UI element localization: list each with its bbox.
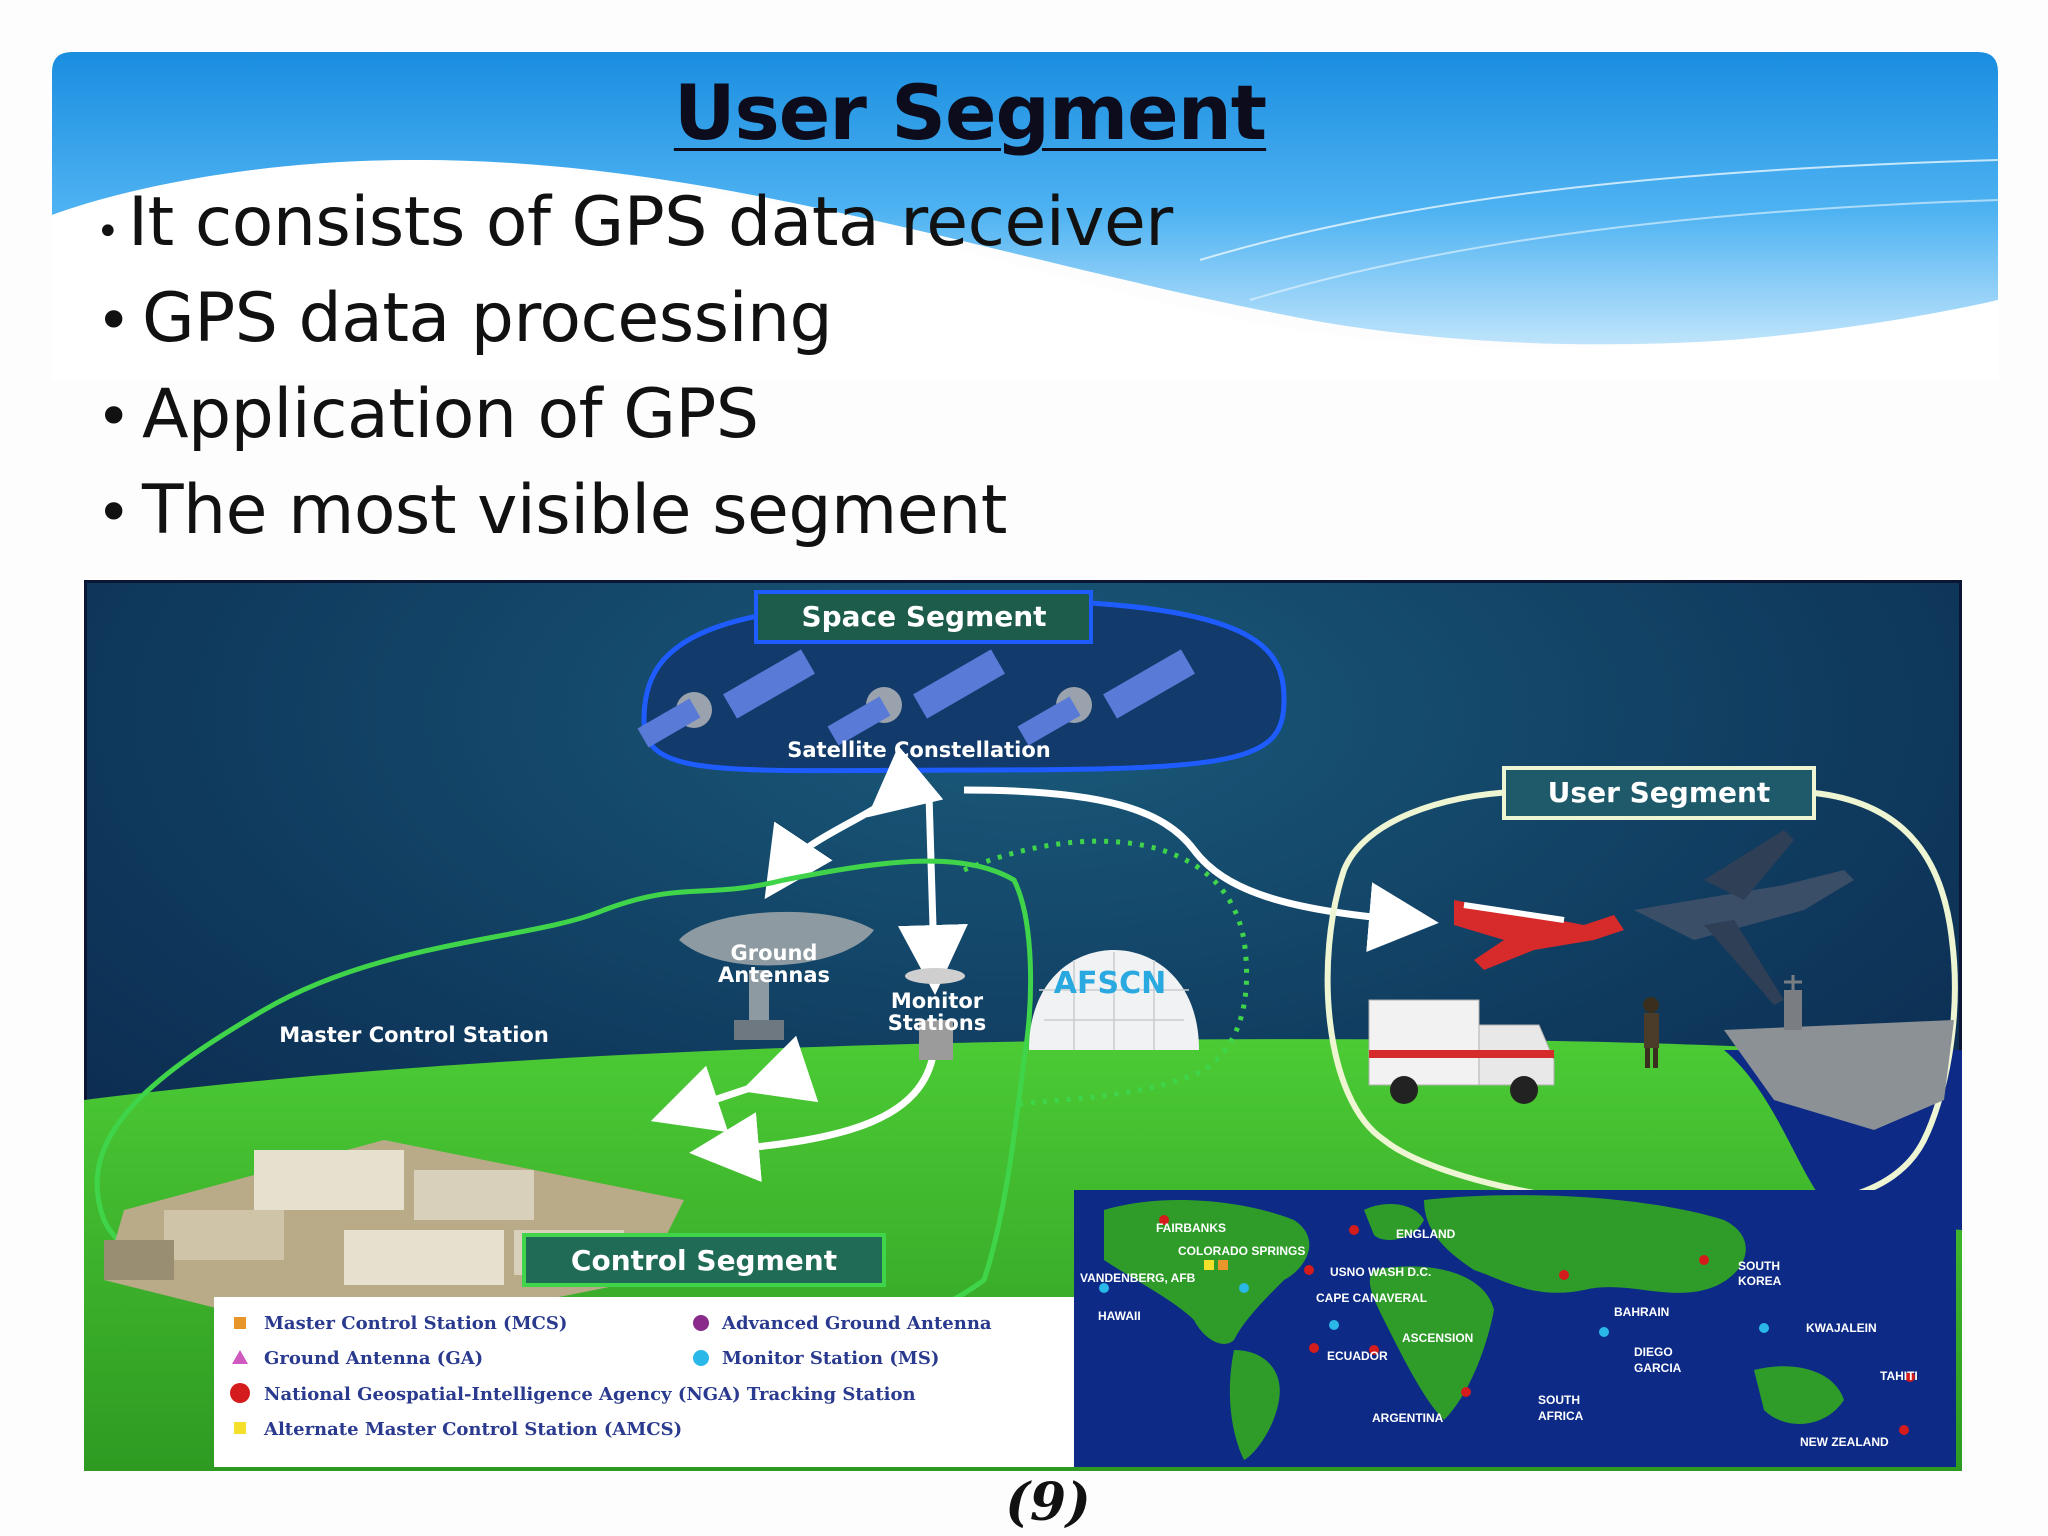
legend-item: Alternate Master Control Station (AMCS) <box>263 1419 682 1440</box>
control-segment-label: Control Segment <box>571 1244 837 1277</box>
bullet-item: •The most visible segment <box>96 463 1173 559</box>
map-label: HAWAII <box>1098 1309 1141 1323</box>
bullet-item: •Application of GPS <box>96 367 1173 463</box>
map-label: AFRICA <box>1538 1409 1584 1423</box>
map-label: GARCIA <box>1634 1361 1682 1375</box>
user-segment-label: User Segment <box>1548 776 1771 809</box>
legend: Master Control Station (MCS) Advanced Gr… <box>214 1297 1074 1467</box>
space-segment-label: Space Segment <box>801 600 1046 633</box>
soldier-icon <box>1643 997 1659 1068</box>
ga-legend-icon <box>232 1350 248 1364</box>
bullet-icon: • <box>96 382 131 452</box>
bullet-list: •It consists of GPS data receiver •GPS d… <box>96 175 1173 559</box>
ambulance-icon <box>1368 999 1555 1104</box>
map-label: KOREA <box>1738 1274 1782 1288</box>
page-number: (9) <box>1005 1472 1091 1533</box>
master-control-station-label: Master Control Station <box>279 1023 549 1047</box>
mcs-legend-icon <box>234 1317 246 1329</box>
amcs-legend-icon <box>234 1422 246 1434</box>
legend-item: Monitor Station (MS) <box>722 1348 939 1369</box>
map-label: TAHITI <box>1880 1369 1918 1383</box>
afscn-radome-image <box>1029 950 1199 1050</box>
ground-antenna-image <box>679 911 874 1040</box>
control-segment-label-box <box>522 1233 886 1287</box>
map-label: KWAJALEIN <box>1806 1321 1877 1335</box>
satellite-icon <box>827 649 1005 746</box>
monitor-stations-label-line1: Monitor <box>891 989 984 1013</box>
aga-legend-icon <box>693 1315 709 1331</box>
legend-item: National Geospatial-Intelligence Agency … <box>264 1384 916 1405</box>
map-label: SOUTH <box>1538 1393 1580 1407</box>
map-label: ARGENTINA <box>1372 1411 1444 1425</box>
map-label: COLORADO SPRINGS <box>1178 1244 1305 1258</box>
jet-bomber-icon <box>1634 830 1854 1005</box>
bullet-icon: • <box>96 209 120 255</box>
world-station-map: FAIRBANKS COLORADO SPRINGS VANDENBERG, A… <box>1074 1190 1956 1467</box>
slide-title: User Segment <box>673 68 1267 157</box>
space-segment: Space Segment Satellite Constellation <box>637 590 1287 774</box>
bullet-item: •GPS data processing <box>96 271 1173 367</box>
satellite-icon <box>1017 649 1195 746</box>
map-label: CAPE CANAVERAL <box>1316 1291 1427 1305</box>
map-label: NEW ZEALAND <box>1800 1435 1889 1449</box>
user-segment: User Segment <box>1324 766 1958 1214</box>
gps-segments-diagram: Space Segment Satellite Constellation <box>84 580 1962 1471</box>
map-label: DIEGO <box>1634 1345 1673 1359</box>
map-label: ENGLAND <box>1396 1227 1456 1241</box>
map-label: ECUADOR <box>1327 1349 1388 1363</box>
bullet-icon: • <box>96 286 131 356</box>
ground-antennas-label-line2: Antennas <box>718 963 830 987</box>
afscn-label: AFSCN <box>1054 966 1166 1001</box>
satellite-constellation-label: Satellite Constellation <box>787 738 1051 762</box>
map-label: ASCENSION <box>1402 1331 1473 1345</box>
bullet-icon: • <box>96 478 131 548</box>
satellite-icon <box>637 649 815 748</box>
ms-legend-icon <box>693 1350 709 1366</box>
nga-legend-icon <box>230 1383 250 1403</box>
ground-antennas-label-line1: Ground <box>731 941 818 965</box>
legend-item: Advanced Ground Antenna <box>721 1313 992 1334</box>
map-label: BAHRAIN <box>1614 1305 1669 1319</box>
signal-arrows <box>650 745 1439 1182</box>
legend-item: Ground Antenna (GA) <box>264 1348 483 1369</box>
monitor-stations-label-line2: Stations <box>888 1011 986 1035</box>
header-banner <box>52 52 1999 380</box>
monitor-station-image <box>905 968 965 1060</box>
airplane-icon <box>1454 900 1624 970</box>
map-label: USNO WASH D.C. <box>1330 1265 1431 1279</box>
aircraft-carrier-icon <box>1724 975 1954 1130</box>
map-label: VANDENBERG, AFB <box>1080 1271 1196 1285</box>
legend-item: Master Control Station (MCS) <box>264 1313 567 1334</box>
map-label: FAIRBANKS <box>1156 1221 1226 1235</box>
bullet-item: •It consists of GPS data receiver <box>96 175 1173 271</box>
map-label: SOUTH <box>1738 1259 1780 1273</box>
